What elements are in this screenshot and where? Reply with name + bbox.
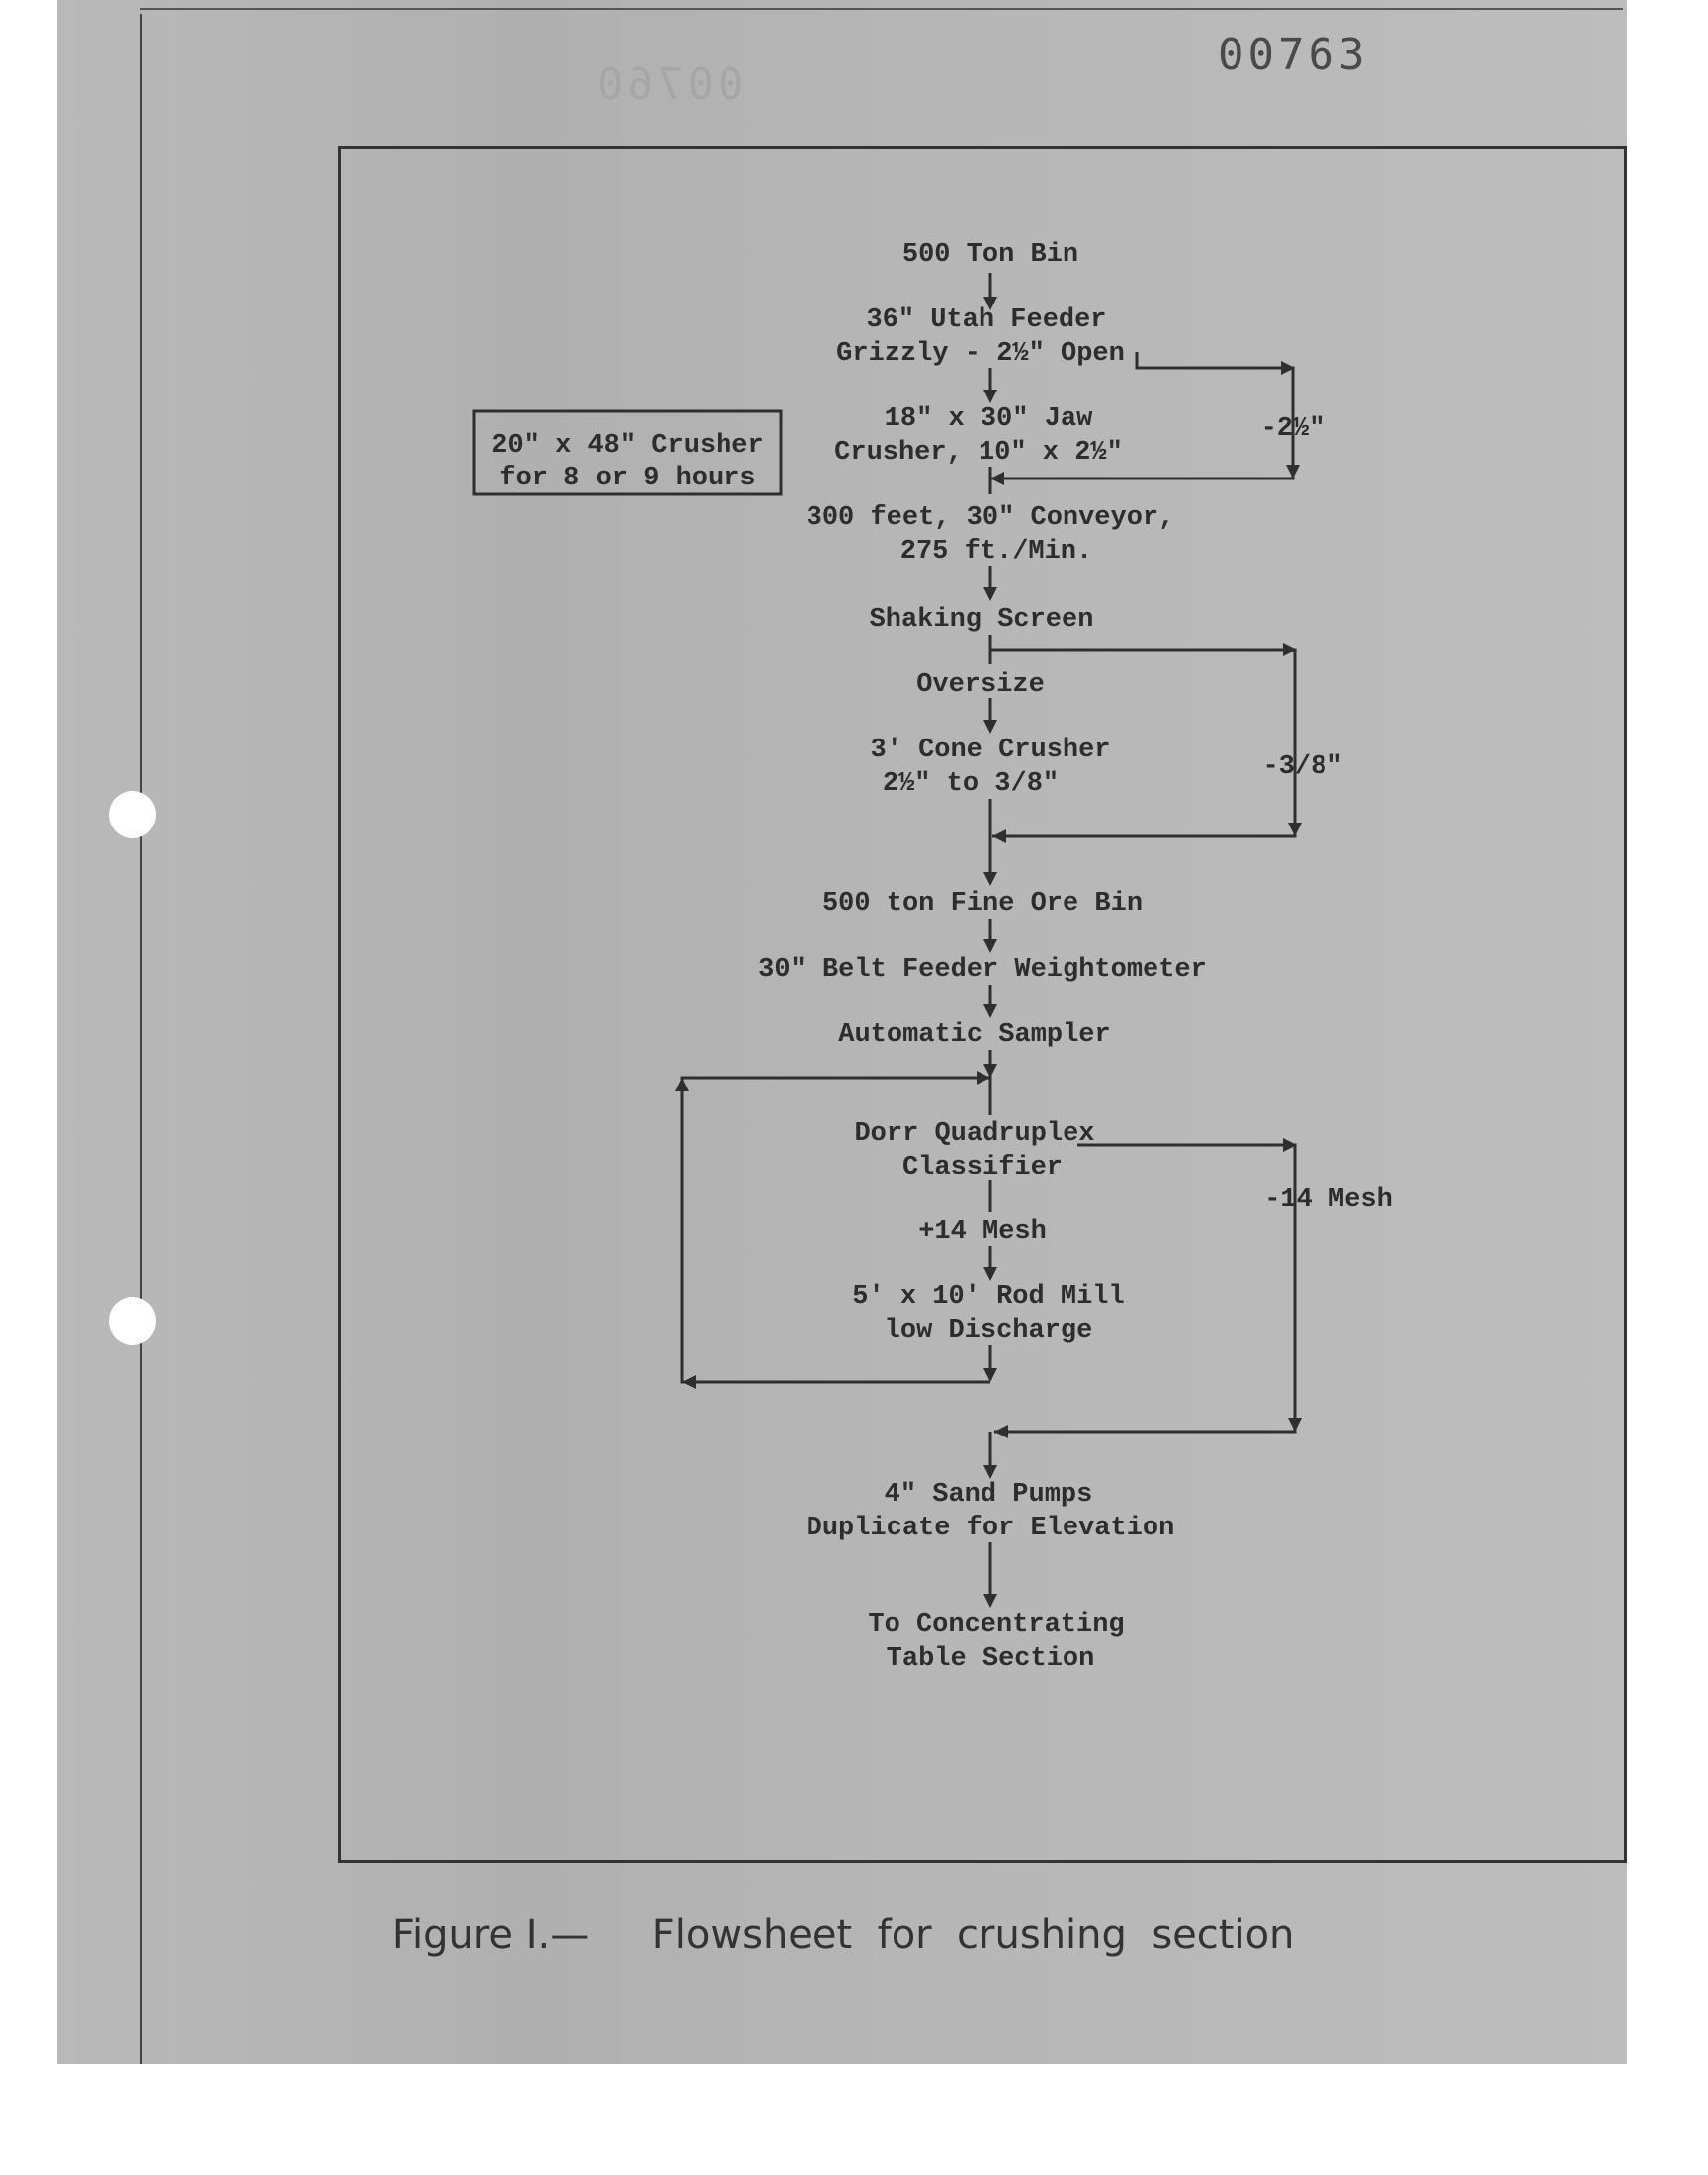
node-conveyor-line-2: 275 ft./Min. [900, 537, 1092, 566]
node-jaw-crusher-line-2: Crusher, 10" x 2½" [834, 438, 1123, 468]
side-note-line-1: 20" x 48" Crusher [491, 431, 763, 461]
document-number: 00763 [1218, 30, 1369, 80]
arrow-belt-to-sampler [983, 1004, 997, 1018]
node-belt-feeder: 30" Belt Feeder Weightometer [758, 955, 1207, 985]
side-note-line-2: for 8 or 9 hours [499, 464, 755, 493]
node-fine-ore-bin: 500 ton Fine Ore Bin [822, 889, 1143, 918]
node-rod-mill-line-1: 5' x 10' Rod Mill [852, 1282, 1124, 1312]
node-plus-14-mesh: +14 Mesh [918, 1217, 1047, 1247]
punch-hole-lower [109, 1297, 156, 1345]
node-utah-feeder: 36" Utah Feeder [866, 305, 1106, 335]
caption-figure-number: Figure I.— [391, 1912, 590, 1958]
arrow-fine-bin-to-belt [983, 939, 997, 953]
node-conveyor-line-1: 300 feet, 30" Conveyor, [807, 503, 1175, 533]
node-cone-crusher-line-1: 3' Cone Crusher [870, 736, 1110, 765]
node-oversize: Oversize [916, 670, 1045, 700]
arrow-rod-mill-return-left [682, 1375, 696, 1389]
caption-title: Flowsheet for crushing section [651, 1912, 1295, 1958]
paper-scan [57, 0, 1627, 2064]
arrow-grizzly-bypass-right [1281, 361, 1295, 375]
arrow-screen-bypass-join [992, 829, 1006, 843]
arrow-grizzly-to-jaw [983, 390, 997, 403]
flow-screen-bypass [990, 648, 1297, 838]
arrow-rod-mill-return-up [675, 1078, 689, 1091]
flow-rod-mill-return [680, 1076, 990, 1384]
node-concentrating-line-1: To Concentrating [868, 1610, 1124, 1640]
node-concentrating-line-2: Table Section [887, 1644, 1095, 1674]
arrow-classifier-bypass-join [994, 1425, 1008, 1438]
node-grizzly: Grizzly - 2½" Open [836, 339, 1125, 369]
side-note-box [472, 409, 783, 496]
top-edge-line [140, 8, 1623, 10]
figure-frame [338, 146, 1627, 1863]
punch-hole-upper [109, 791, 156, 838]
arrow-bin-to-feeder [983, 297, 997, 310]
node-classifier-line-2: Classifier [902, 1153, 1063, 1182]
arrow-screen-bypass-down [1288, 823, 1302, 836]
flow-classifier-bypass [994, 1143, 1297, 1434]
node-500-ton-bin: 500 Ton Bin [902, 240, 1078, 270]
arrow-conveyor-to-screen [983, 587, 997, 601]
arrow-screen-bypass-right [1283, 643, 1297, 656]
node-sand-pumps-line-1: 4" Sand Pumps [885, 1480, 1093, 1510]
node-cone-crusher-line-2: 2½" to 3/8" [883, 769, 1059, 799]
arrow-pumps-to-concentrating [983, 1594, 997, 1608]
node-automatic-sampler: Automatic Sampler [838, 1020, 1110, 1050]
arrow-classifier-bypass-down [1288, 1418, 1302, 1432]
figure-caption: Figure I.— Flowsheet for crushing sectio… [342, 1867, 1295, 2003]
node-sand-pumps-line-2: Duplicate for Elevation [807, 1514, 1175, 1543]
arrow-rod-mill-down [983, 1368, 997, 1382]
node-jaw-crusher-line-1: 18" x 30" Jaw [885, 404, 1093, 434]
node-shaking-screen: Shaking Screen [870, 605, 1094, 635]
label-screen-bypass: -3/8" [1262, 752, 1342, 782]
arrow-oversize-to-cone [983, 720, 997, 734]
arrow-classifier-bypass-right [1283, 1138, 1297, 1152]
arrow-sampler-to-junction [983, 1064, 997, 1078]
arrow-junction-to-pumps [983, 1465, 997, 1479]
arrow-grizzly-bypass-down [1286, 465, 1300, 478]
label-classifier-bypass: -14 Mesh [1264, 1185, 1393, 1215]
arrow-plus14-to-rod-mill [983, 1267, 997, 1281]
node-classifier-line-1: Dorr Quadruplex [854, 1119, 1094, 1149]
arrow-cone-to-fine-bin [983, 872, 997, 886]
arrow-rod-mill-return-right [977, 1071, 990, 1085]
margin-line [140, 14, 142, 2064]
arrow-grizzly-bypass-join [990, 472, 1004, 485]
node-rod-mill-line-2: low Discharge [885, 1316, 1093, 1346]
